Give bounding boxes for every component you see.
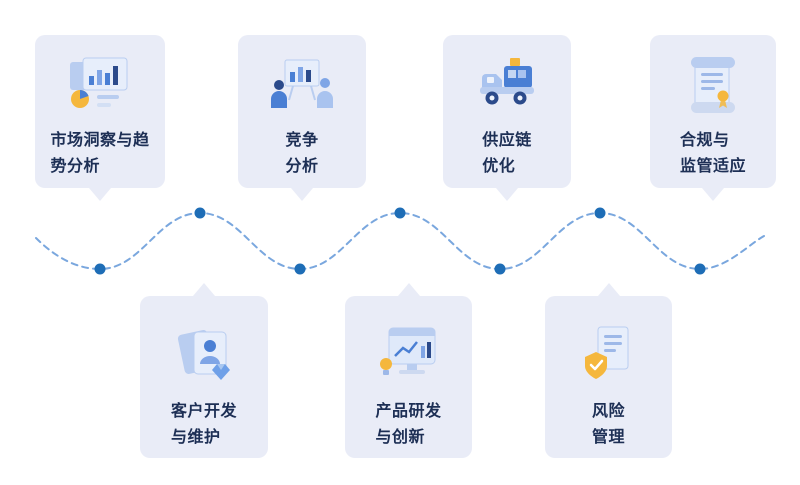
- wave-node: [194, 207, 206, 219]
- card-label: 合规与 监管适应: [679, 130, 746, 175]
- card-market-insight: 市场洞察与趋 势分析: [35, 35, 165, 201]
- card-pointer: [496, 188, 518, 201]
- wave-node: [694, 263, 706, 275]
- wave-node: [494, 263, 506, 275]
- card-competition-analysis: 竞争 分析: [238, 35, 366, 201]
- card-pointer: [397, 283, 420, 296]
- supply-chain-truck-icon: [474, 45, 540, 123]
- card-label: 客户开发 与维护: [170, 401, 237, 446]
- card-label: 市场洞察与趋 势分析: [50, 130, 150, 175]
- card-label: 产品研发 与创新: [375, 401, 442, 446]
- card-label: 风险 管理: [591, 401, 625, 446]
- competition-analysis-icon: [269, 45, 335, 123]
- wave-path: [35, 211, 765, 271]
- customer-card-icon: [172, 310, 236, 394]
- compliance-scroll-icon: [685, 45, 741, 123]
- card-pointer: [702, 188, 724, 201]
- card-pointer: [89, 188, 111, 201]
- card-label: 竞争 分析: [285, 130, 319, 175]
- card-compliance: 合规与 监管适应: [650, 35, 776, 201]
- risk-shield-icon: [580, 310, 638, 394]
- card-pointer: [291, 188, 313, 201]
- card-customer-development: 客户开发 与维护: [140, 283, 268, 458]
- wave-node: [594, 207, 606, 219]
- card-pointer: [597, 283, 620, 296]
- product-rnd-icon: [377, 310, 441, 394]
- card-supply-chain: 供应链 优化: [443, 35, 571, 201]
- wave-node: [94, 263, 106, 275]
- wave-node: [394, 207, 406, 219]
- card-product-rnd: 产品研发 与创新: [345, 283, 472, 458]
- card-risk-management: 风险 管理: [545, 283, 672, 458]
- card-label: 供应链 优化: [482, 130, 532, 175]
- wave-node: [294, 263, 306, 275]
- card-pointer: [193, 283, 215, 296]
- market-analysis-icon: [67, 45, 133, 123]
